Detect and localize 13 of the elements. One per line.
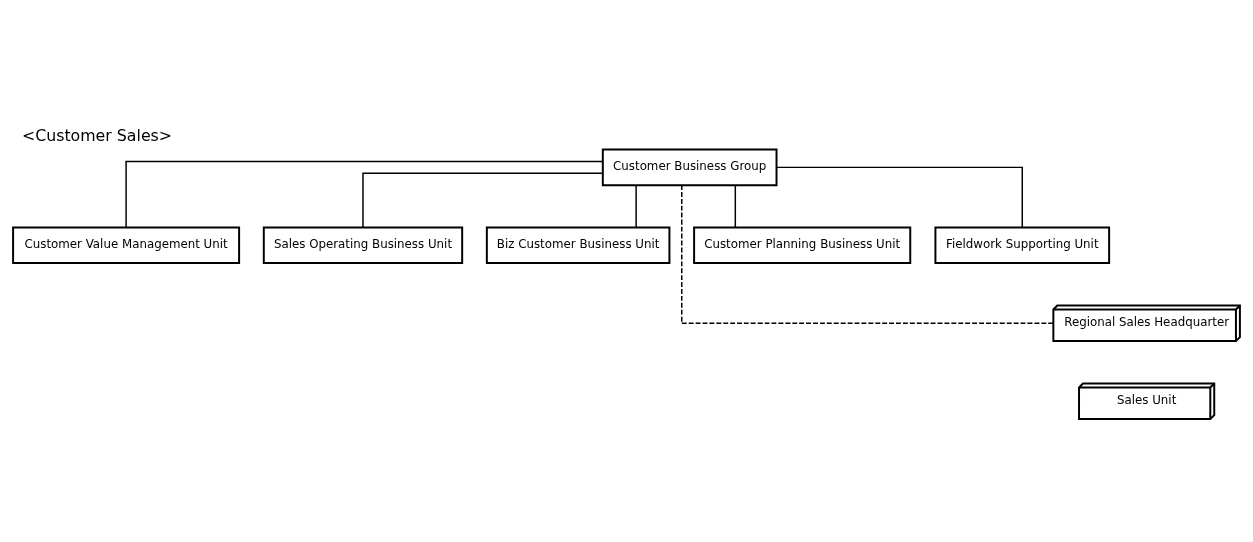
node-box: Fieldwork Supporting Unit: [934, 226, 1111, 264]
connector: [125, 160, 604, 228]
connector: [362, 172, 604, 228]
connector: [681, 184, 1054, 324]
node-box: Customer Business Group: [601, 148, 778, 186]
node-box: Biz Customer Business Unit: [485, 226, 671, 264]
diagram-title: <Customer Sales>: [21, 125, 173, 145]
node-box: Sales Operating Business Unit: [262, 226, 464, 264]
connector: [775, 166, 1023, 228]
node-box: Customer Value Management Unit: [12, 226, 241, 264]
connector: [635, 184, 637, 228]
connector: [734, 184, 737, 228]
node-box: Customer Planning Business Unit: [693, 226, 912, 264]
